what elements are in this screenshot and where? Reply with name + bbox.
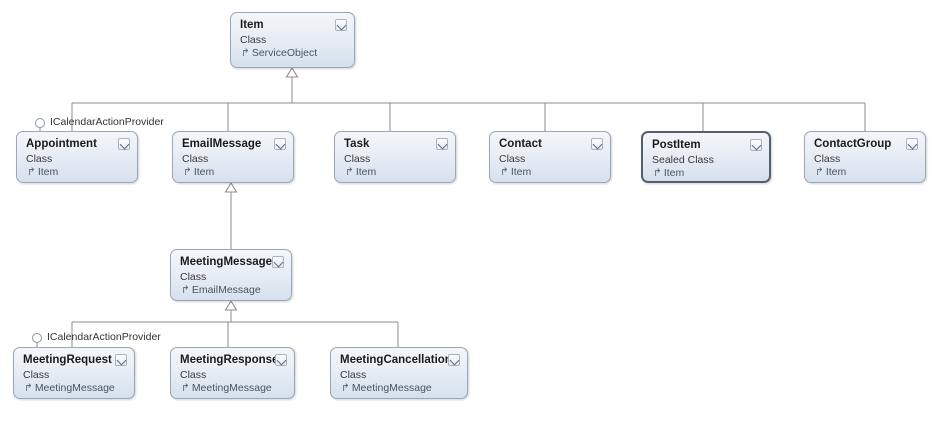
class-stereotype: Class	[180, 369, 207, 381]
chevron-collapse-icon[interactable]	[115, 354, 127, 366]
class-name: Contact	[499, 138, 542, 150]
base-class-arrow-icon: ↱	[27, 166, 36, 178]
interface-label: ICalendarActionProvider	[50, 116, 164, 128]
base-class-name: Item	[37, 166, 59, 178]
base-class-name: Item	[663, 167, 685, 179]
base-class-row: ↱Item	[26, 166, 128, 179]
class-stereotype: Sealed Class	[652, 154, 714, 166]
base-class-arrow-icon: ↱	[181, 382, 190, 394]
class-name: Task	[344, 138, 370, 150]
chevron-collapse-icon[interactable]	[272, 256, 284, 268]
base-class-row: ↱Item	[182, 166, 284, 179]
base-class-row: ↱MeetingMessage	[180, 382, 285, 395]
interface-circle-icon	[35, 118, 45, 128]
chevron-collapse-icon[interactable]	[274, 138, 286, 150]
class-name: ContactGroup	[814, 138, 892, 150]
base-class-row: ↱Item	[499, 166, 601, 179]
class-name: Item	[240, 19, 264, 31]
class-stereotype: Class	[26, 153, 53, 165]
class-name: MeetingCancellation	[340, 354, 452, 366]
base-class-name: Item	[355, 166, 377, 178]
base-class-name: Item	[510, 166, 532, 178]
chevron-collapse-icon[interactable]	[448, 354, 460, 366]
class-stereotype: Class	[182, 153, 209, 165]
base-class-row: ↱Item	[344, 166, 446, 179]
interface-circle-icon	[32, 333, 42, 343]
base-class-name: Item	[825, 166, 847, 178]
chevron-collapse-icon[interactable]	[275, 354, 287, 366]
base-class-arrow-icon: ↱	[181, 284, 190, 296]
base-class-row: ↱ServiceObject	[240, 47, 345, 60]
chevron-collapse-icon[interactable]	[906, 138, 918, 150]
class-name: PostItem	[652, 139, 701, 151]
class-name: MeetingMessage	[180, 256, 273, 268]
base-class-name: MeetingMessage	[351, 382, 432, 394]
base-class-row: ↱Item	[652, 167, 760, 180]
class-stereotype: Class	[344, 153, 371, 165]
class-stereotype: Class	[23, 369, 50, 381]
base-class-arrow-icon: ↱	[183, 166, 192, 178]
chevron-collapse-icon[interactable]	[335, 19, 347, 31]
chevron-collapse-icon[interactable]	[118, 138, 130, 150]
chevron-collapse-icon[interactable]	[750, 139, 762, 151]
class-stereotype: Class	[180, 271, 207, 283]
base-class-arrow-icon: ↱	[241, 47, 250, 59]
base-class-arrow-icon: ↱	[345, 166, 354, 178]
base-class-name: Item	[193, 166, 215, 178]
base-class-arrow-icon: ↱	[500, 166, 509, 178]
class-name: Appointment	[26, 138, 97, 150]
class-stereotype: Class	[499, 153, 526, 165]
class-stereotype: Class	[240, 34, 267, 46]
base-class-row: ↱Item	[814, 166, 916, 179]
base-class-arrow-icon: ↱	[341, 382, 350, 394]
class-name: EmailMessage	[182, 138, 262, 150]
class-name: MeetingRequest	[23, 354, 112, 366]
chevron-collapse-icon[interactable]	[591, 138, 603, 150]
base-class-arrow-icon: ↱	[653, 167, 662, 179]
base-class-name: MeetingMessage	[191, 382, 272, 394]
base-class-name: MeetingMessage	[34, 382, 115, 394]
base-class-arrow-icon: ↱	[815, 166, 824, 178]
class-name: MeetingResponse	[180, 354, 279, 366]
chevron-collapse-icon[interactable]	[436, 138, 448, 150]
base-class-name: ServiceObject	[251, 47, 318, 59]
base-class-row: ↱EmailMessage	[180, 284, 282, 297]
interface-label: ICalendarActionProvider	[47, 331, 161, 343]
class-stereotype: Class	[340, 369, 367, 381]
class-stereotype: Class	[814, 153, 841, 165]
base-class-name: EmailMessage	[191, 284, 261, 296]
base-class-arrow-icon: ↱	[24, 382, 33, 394]
base-class-row: ↱MeetingMessage	[340, 382, 458, 395]
base-class-row: ↱MeetingMessage	[23, 382, 125, 395]
